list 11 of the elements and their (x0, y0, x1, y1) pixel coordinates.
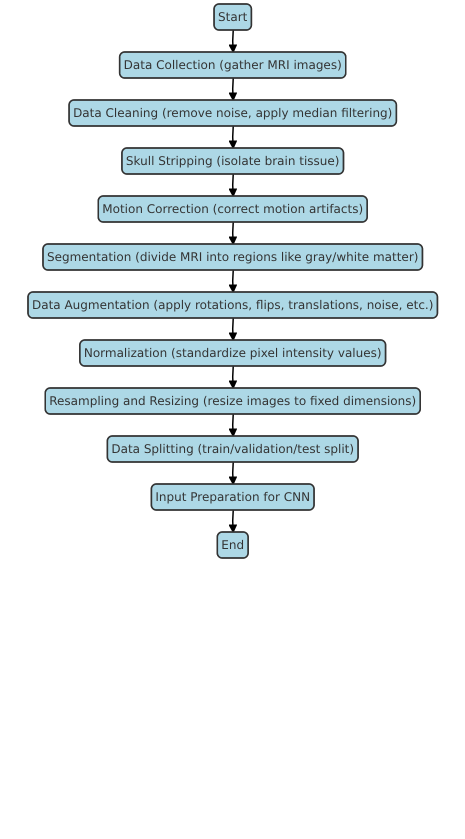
arrow (228, 126, 238, 149)
arrow (228, 318, 238, 341)
arrow (228, 174, 238, 197)
arrow (228, 462, 238, 485)
arrow (228, 366, 238, 389)
arrow (228, 510, 238, 533)
arrow (228, 414, 238, 437)
arrow (228, 30, 238, 53)
arrow (228, 222, 238, 245)
arrow (228, 270, 238, 293)
arrow (228, 78, 238, 101)
